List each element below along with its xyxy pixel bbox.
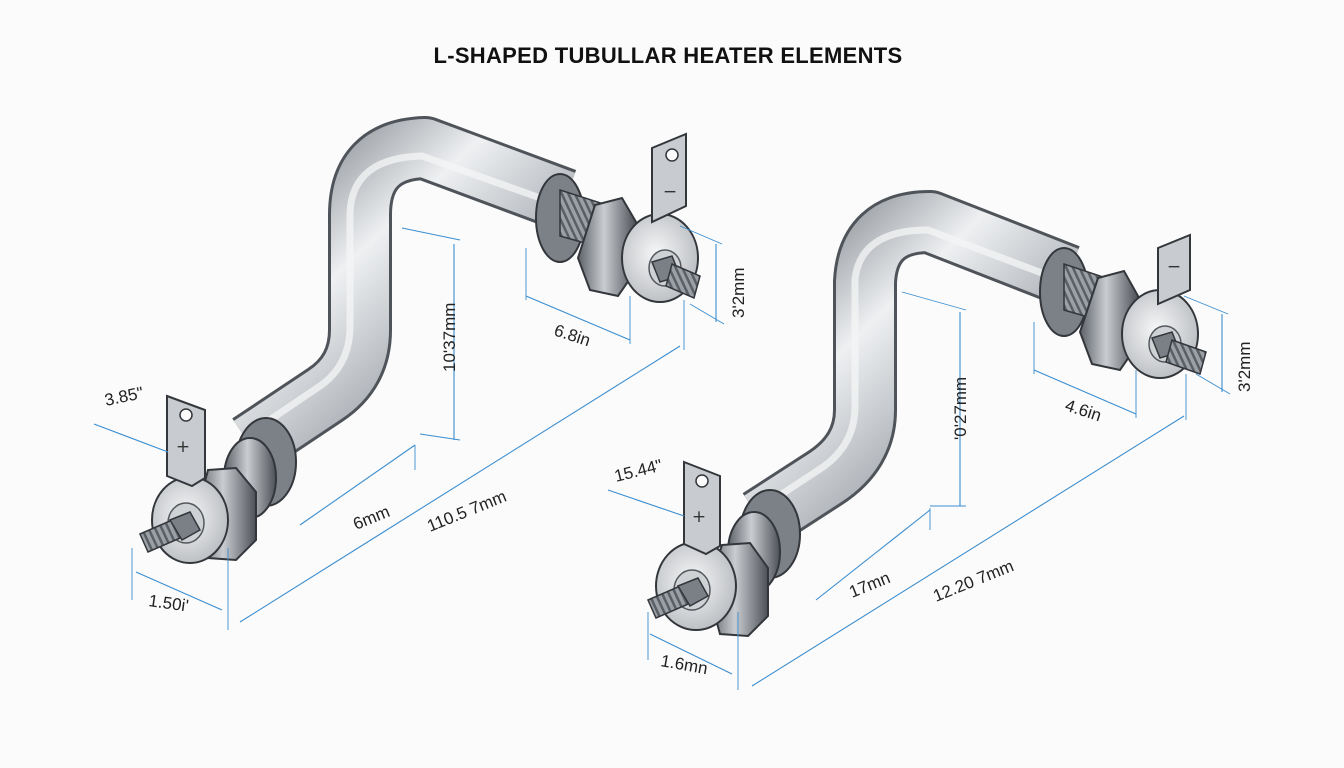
dim-overall-length-label: 12.20 7mm <box>930 556 1016 605</box>
dim-rear-diameter-label: 3'2mm <box>729 268 748 318</box>
dim-tube-segment-label: 17mn <box>846 568 893 602</box>
dimension-lines <box>607 291 1231 690</box>
dim-overall-length-label: 110.5 7mm <box>424 487 509 536</box>
heater-element-1: + − <box>93 116 748 630</box>
dim-stud-length-label: 1.6mn <box>659 651 709 678</box>
dim-tube-segment-label: 6mm <box>350 502 392 534</box>
terminal-tab <box>166 394 206 488</box>
terminal-minus-label: − <box>663 182 677 202</box>
dim-vertical-rise-label: 10'37mm <box>440 303 459 372</box>
dim-stud-length-label: 1.50i' <box>147 591 189 615</box>
dim-terminal-width-label: 3.85" <box>103 383 145 410</box>
dim-rear-offset-label: 4.6in <box>1063 396 1104 425</box>
heater-element-2: + − <box>607 190 1254 690</box>
dimension-lines <box>93 225 725 630</box>
terminal-tab <box>683 460 721 556</box>
threaded-stud <box>1165 339 1207 375</box>
dim-vertical-rise-label: '0'27mm <box>951 377 970 440</box>
threaded-stud <box>665 262 701 300</box>
hex-nut <box>576 196 637 298</box>
terminal-plus-label: + <box>692 507 706 527</box>
dim-rear-offset-label: 6.8in <box>552 321 593 350</box>
diagram-title: L-SHAPED TUBULLAR HEATER ELEMENTS <box>433 43 902 68</box>
terminal-tab <box>1157 233 1191 306</box>
terminal-tab <box>651 132 687 224</box>
terminal-plus-label: + <box>176 437 190 457</box>
dim-terminal-width-label: 15.44" <box>612 456 664 486</box>
terminal-minus-label: − <box>1167 257 1181 277</box>
dim-rear-diameter-label: 3'2mm <box>1235 342 1254 392</box>
